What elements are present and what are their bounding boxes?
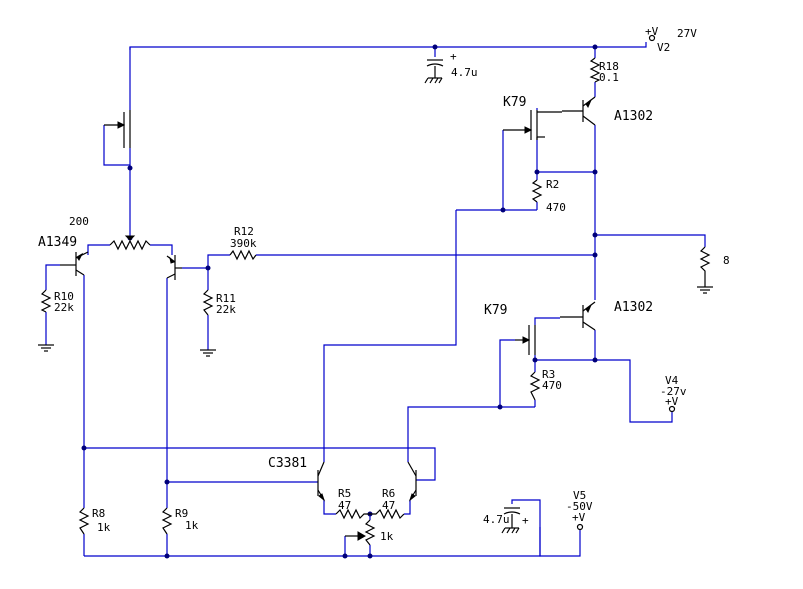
capacitor-top [424,59,444,84]
trimmer-1k [345,519,376,546]
resistor-r12 [229,249,257,261]
label-r8-value: 1k [97,521,111,534]
transistor-a1349-right [166,255,182,280]
label-c3381: C3381 [268,456,307,471]
label-cap-bottom: 4.7u [483,513,510,526]
resistor-r5 [335,508,370,520]
label-a1302-bottom: A1302 [614,300,653,315]
label-cap-top-plus: + [450,50,457,63]
label-r9-value: 1k [185,519,199,532]
label-r18-value: 0.1 [599,71,619,84]
resistor-r6 [370,508,405,520]
resistor-r18 [589,57,601,83]
label-trimmer-200: 200 [69,215,89,228]
label-r12-value: 390k [230,237,257,250]
label-r10-name: R10 [54,290,74,303]
label-v4-plus: +V [665,395,679,408]
resistor-r11 [200,289,216,357]
label-r10-value: 22k [54,301,74,314]
label-r8-name: R8 [92,507,105,520]
label-cap-bottom-plus: + [522,514,529,527]
label-r6-name: R6 [382,487,395,500]
label-v2-value: 27V [677,27,697,40]
label-r6-value: 47 [382,499,395,512]
label-load-value: 8 [723,254,730,267]
label-pot-value: 1k [380,530,394,543]
resistor-r8 [78,507,90,535]
transistor-a1349-left [60,251,89,276]
transistor-a1302-bottom [560,301,596,331]
transistor-c3381-left [317,461,326,502]
label-r3-value: 470 [542,379,562,392]
label-r18-name: R18 [599,60,619,73]
resistor-load [697,246,713,294]
v5-terminal [576,523,584,531]
resistor-r3 [529,371,541,401]
label-k79-top: K79 [503,95,526,110]
trimmer-200 [109,235,151,251]
label-r2-value: 470 [546,201,566,214]
v4-terminal [668,405,676,413]
label-a1349: A1349 [38,235,77,250]
label-r11-name: R11 [216,292,236,305]
wires [45,42,706,557]
label-r11-value: 22k [216,303,236,316]
label-v2-name: V2 [657,41,670,54]
transistor-k79-top [503,110,562,140]
resistor-r9 [161,507,173,535]
label-cap-top: 4.7u [451,66,478,79]
labels: +V 27V V2 + 4.7u R18 0.1 K79 A1302 R2 47… [38,25,730,543]
label-v5-value: -50V [566,500,593,513]
v2-terminal [648,34,656,42]
capacitor-bottom [501,507,521,534]
transistor-mirror [104,110,131,148]
transistor-a1302-top [562,96,596,126]
label-k79-bottom: K79 [484,303,507,318]
label-r2-name: R2 [546,178,559,191]
label-v5-name: V5 [573,489,586,502]
label-v2-plus: +V [645,25,659,38]
label-r5-name: R5 [338,487,351,500]
label-v4-value: -27v [660,385,687,398]
label-r5-value: 47 [338,499,351,512]
label-a1302-top: A1302 [614,109,653,124]
transistor-c3381-right [407,461,417,502]
junction-dots [81,44,598,559]
resistor-r10 [38,289,54,352]
transistor-k79-bottom [515,325,536,355]
label-v4-name: V4 [665,374,679,387]
label-v5-plus: +V [572,511,586,524]
label-r3-name: R3 [542,368,555,381]
label-r12-name: R12 [234,225,254,238]
label-r9-name: R9 [175,507,188,520]
resistor-r2 [531,179,543,203]
